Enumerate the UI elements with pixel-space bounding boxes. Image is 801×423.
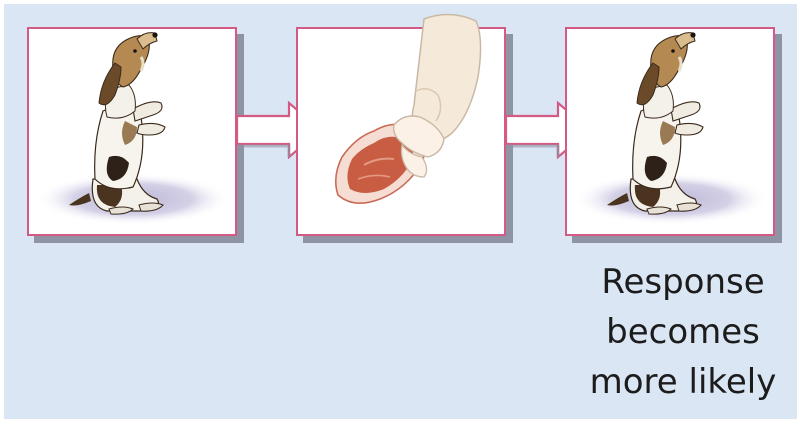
outcome-caption: Response becomes more likely (560, 257, 801, 407)
hand-holding-steak-icon (298, 29, 504, 234)
panel-food-reward (296, 27, 506, 236)
caption-line-1: Response (560, 257, 801, 307)
panel-dog-begging (27, 27, 237, 236)
begging-dog-icon (567, 29, 773, 234)
begging-dog-icon (29, 29, 235, 234)
caption-line-2: becomes (560, 307, 801, 357)
caption-line-3: more likely (560, 357, 801, 407)
panel-dog-begging-repeated (565, 27, 775, 236)
diagram-canvas: Response becomes more likely (4, 4, 797, 419)
